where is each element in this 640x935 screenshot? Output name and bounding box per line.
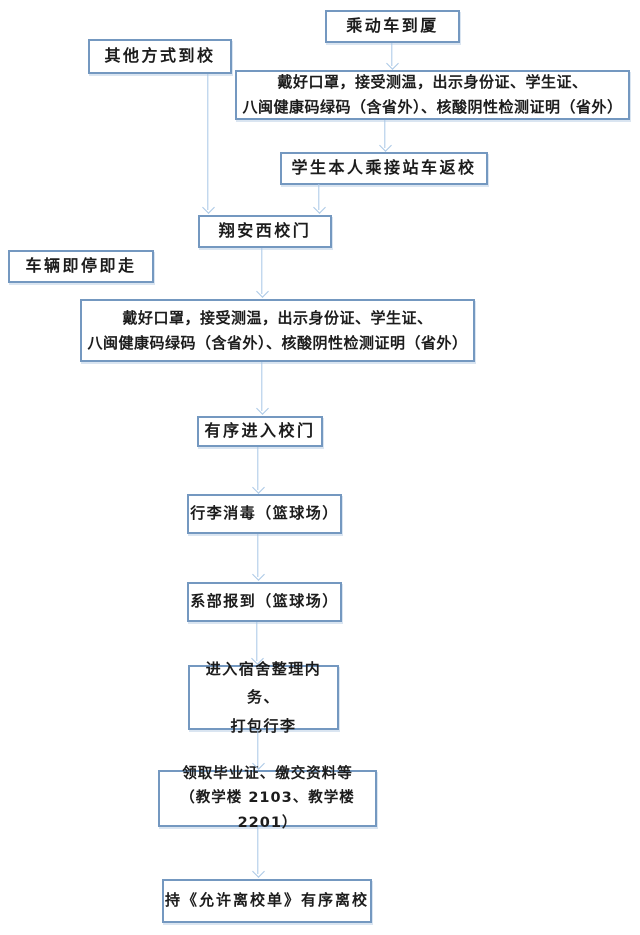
arrow-diploma-to-leave [251, 827, 265, 878]
arrow-shaft [257, 730, 259, 766]
arrow-down-icon [312, 201, 326, 214]
node-dormitory-packing: 进入宿舍整理内务、 打包行李 [188, 660, 339, 735]
arrow-down-icon [250, 652, 264, 665]
node-enter-gate-orderly: 有序进入校门 [197, 416, 323, 447]
node-vehicle-stop-and-go: 车辆即停即走 [8, 250, 154, 283]
arrow-shaft [257, 447, 259, 490]
arrow-down-icon [251, 865, 265, 878]
arrow-shaft [318, 184, 320, 210]
check2-line1: 戴好口罩，接受测温，出示身份证、学生证、 [122, 308, 433, 327]
arrow-down-icon [255, 402, 269, 415]
node-gate-health-check: 戴好口罩，接受测温，出示身份证、学生证、 八闽健康码绿码（含省外）、核酸阴性检测… [80, 299, 475, 362]
arrow-shuttle-to-gate [312, 184, 326, 214]
arrow-gate-to-check2 [255, 248, 269, 298]
node-diploma-collection: 领取毕业证、缴交资料等 （教学楼 2103、教学楼 2201） [158, 766, 377, 831]
node-other-transport: 其他方式到校 [88, 39, 232, 74]
arrow-down-icon [201, 201, 215, 214]
arrow-shaft [391, 43, 393, 66]
arrow-shaft [261, 362, 263, 411]
node-shuttle-bus: 学生本人乘接站车返校 [280, 152, 488, 185]
node-vehicle-label: 车辆即停即走 [25, 256, 137, 276]
arrow-shaft [256, 622, 258, 661]
arrow-register-to-dorm [250, 622, 264, 665]
arrow-shaft [384, 120, 386, 148]
check1-line1: 戴好口罩，接受测温，出示身份证、学生证、 [277, 73, 588, 92]
node-train-to-xiamen: 乘动车到厦 [325, 10, 460, 43]
node-register-label: 系部报到（篮球场） [190, 592, 339, 611]
node-enter-label: 有序进入校门 [204, 421, 316, 441]
diploma-line1: 领取毕业证、缴交资料等 [182, 765, 353, 782]
arrow-shaft [257, 534, 259, 577]
node-other-label: 其他方式到校 [104, 46, 216, 66]
arrow-down-icon [251, 757, 265, 770]
arrow-down-icon [251, 481, 265, 494]
dorm-line2: 打包行李 [230, 716, 297, 735]
node-train-label: 乘动车到厦 [346, 16, 439, 36]
node-gate-label: 翔安西校门 [218, 221, 312, 241]
arrow-shaft [261, 248, 263, 294]
arrow-dorm-to-diploma [251, 730, 265, 770]
node-department-registration: 系部报到（篮球场） [187, 582, 342, 622]
arrow-down-icon [385, 57, 399, 70]
dorm-line1: 进入宿舍整理内务、 [205, 659, 322, 707]
arrow-check1-to-shuttle [378, 120, 392, 152]
node-shuttle-label: 学生本人乘接站车返校 [291, 158, 477, 178]
node-leave-label: 持《允许离校单》有序离校 [164, 891, 369, 910]
arrow-enter-to-luggage [251, 447, 265, 494]
arrow-other-to-gate [201, 74, 215, 214]
node-station-health-check: 戴好口罩，接受测温，出示身份证、学生证、 八闽健康码绿码（含省外）、核酸阴性检测… [235, 70, 630, 120]
arrow-train-to-check1 [385, 43, 399, 70]
node-west-gate: 翔安西校门 [198, 215, 332, 248]
arrow-check2-to-enter [255, 362, 269, 415]
arrow-shaft [207, 74, 209, 210]
diploma-line2: （教学楼 2103、教学楼 2201） [180, 790, 355, 831]
arrow-down-icon [251, 568, 265, 581]
arrow-shaft [257, 827, 259, 874]
arrow-down-icon [378, 139, 392, 152]
arrow-luggage-to-register [251, 534, 265, 581]
node-luggage-disinfection: 行李消毒（篮球场） [187, 494, 342, 534]
arrow-down-icon [255, 285, 269, 298]
check2-line2: 八闽健康码绿码（含省外）、核酸阴性检测证明（省外） [87, 333, 468, 352]
check1-line2: 八闽健康码绿码（含省外）、核酸阴性检测证明（省外） [242, 98, 623, 116]
node-leave-school: 持《允许离校单》有序离校 [162, 879, 372, 923]
node-luggage-label: 行李消毒（篮球场） [190, 504, 339, 523]
